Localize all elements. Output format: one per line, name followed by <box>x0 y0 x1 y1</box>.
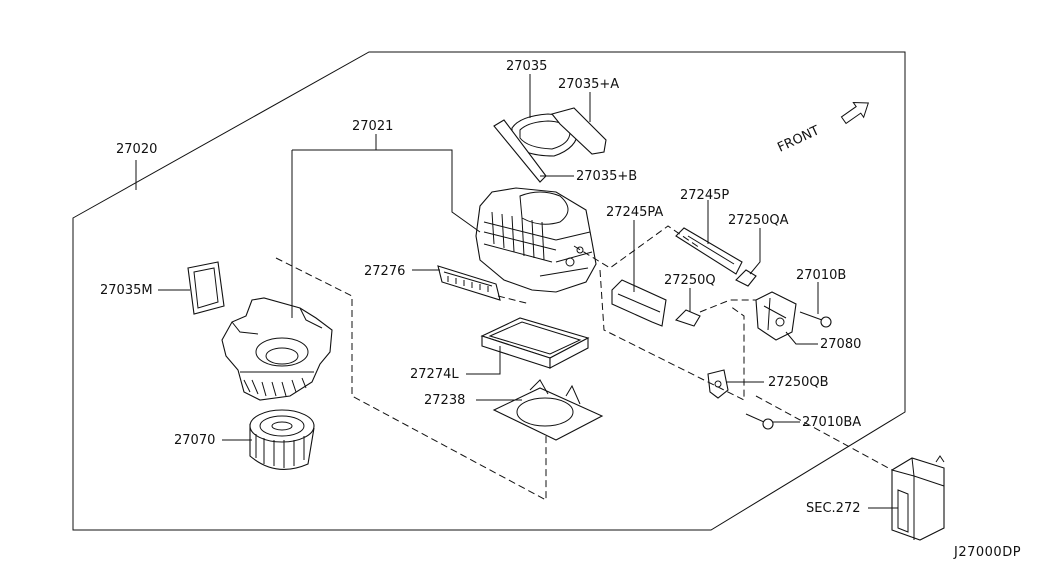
leader-27274l <box>466 346 501 375</box>
air-filter-27274l <box>480 317 590 369</box>
label-27035: 27035 <box>506 59 547 74</box>
clip-27250q <box>674 309 701 327</box>
actuator-27080 <box>755 291 797 341</box>
dashed-line-filter <box>497 295 531 305</box>
dashed-line-actuator <box>699 299 756 313</box>
duct-27245pa <box>611 279 667 327</box>
label-27020: 27020 <box>116 142 157 157</box>
label-27245p: 27245P <box>680 188 729 203</box>
seal-27035a <box>551 107 607 155</box>
drawing-code: J27000DP <box>953 545 1021 560</box>
seal-ring-27035m <box>187 261 225 315</box>
label-27070: 27070 <box>174 433 215 448</box>
dashed-line-to-sec272 <box>755 395 893 471</box>
label-27274l: 27274L <box>410 367 459 382</box>
label-27035a: 27035+A <box>558 77 619 92</box>
sec272-module <box>891 455 945 541</box>
dashed-outline-intake <box>573 225 701 269</box>
dashed-outline-duct <box>599 269 745 401</box>
label-27010b: 27010B <box>796 268 846 283</box>
front-label: FRONT <box>775 123 822 155</box>
label-27035m: 27035M <box>100 283 153 298</box>
label-27080: 27080 <box>820 337 861 352</box>
label-27238: 27238 <box>424 393 465 408</box>
label-27250qa: 27250QA <box>728 213 789 228</box>
label-27021: 27021 <box>352 119 393 134</box>
screw-27010b-icon <box>799 311 832 328</box>
leader-27080 <box>785 331 818 345</box>
label-27250qb: 27250QB <box>768 375 829 390</box>
label-27276: 27276 <box>364 264 405 279</box>
intake-unit-body <box>475 187 597 293</box>
label-27250q: 27250Q <box>664 273 716 288</box>
leader-27021 <box>292 149 481 233</box>
gasket-27238 <box>492 379 604 441</box>
front-arrow-icon <box>840 101 869 125</box>
label-sec272: SEC.272 <box>806 501 861 516</box>
screw-27010ba-icon <box>745 413 774 430</box>
clip-27250qa <box>735 269 757 287</box>
leader-27250qa <box>749 228 761 275</box>
label-27010ba: 27010BA <box>802 415 861 430</box>
assembly-boundary-frame <box>72 51 906 531</box>
label-27245pa: 27245PA <box>606 205 663 220</box>
blower-case <box>221 297 333 401</box>
label-27035b: 27035+B <box>576 169 637 184</box>
filter-cover-27276 <box>437 265 501 301</box>
hose-27245p <box>675 227 743 275</box>
blower-motor <box>249 409 315 470</box>
dashed-outline-blower <box>275 257 547 501</box>
